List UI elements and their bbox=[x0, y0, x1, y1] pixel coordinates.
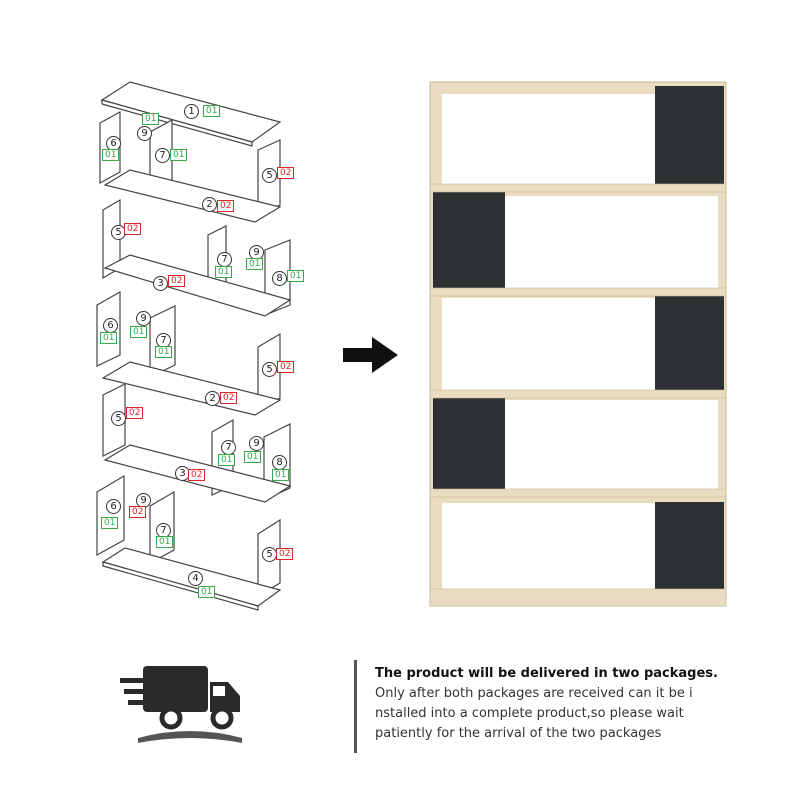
package-tag: 02 bbox=[276, 548, 294, 560]
package-tag: 02 bbox=[168, 275, 186, 287]
package-tag: 01 bbox=[218, 454, 236, 466]
part-number: 9 bbox=[249, 436, 264, 451]
dark-cube-row3 bbox=[655, 294, 724, 392]
package-tag: 01 bbox=[215, 266, 233, 278]
divider bbox=[354, 660, 357, 753]
dark-cube-row4 bbox=[433, 398, 505, 496]
package-tag: 01 bbox=[156, 536, 174, 548]
package-tag: 01 bbox=[100, 332, 118, 344]
arrow-right-icon bbox=[343, 337, 398, 373]
part-number: 6 bbox=[103, 318, 118, 333]
package-tag: 01 bbox=[170, 149, 188, 161]
notice-line-3: patiently for the arrival of the two pac… bbox=[375, 726, 662, 741]
package-tag: 01 bbox=[244, 451, 262, 463]
delivery-notice: The product will be delivered in two pac… bbox=[375, 664, 775, 744]
notice-line-2: nstalled into a complete product,so plea… bbox=[375, 706, 684, 721]
part-number: 5 bbox=[262, 362, 277, 377]
package-tag: 01 bbox=[287, 270, 305, 282]
part-number: 7 bbox=[221, 440, 236, 455]
package-tag: 01 bbox=[101, 517, 119, 529]
notice-line-1: Only after both packages are received ca… bbox=[375, 686, 693, 701]
part-number: 3 bbox=[153, 276, 168, 291]
notice-heading: The product will be delivered in two pac… bbox=[375, 666, 718, 681]
package-tag: 01 bbox=[142, 113, 160, 125]
part-number: 5 bbox=[111, 411, 126, 426]
package-tag: 01 bbox=[130, 326, 148, 338]
package-tag: 02 bbox=[277, 167, 295, 179]
part-number: 2 bbox=[205, 391, 220, 406]
package-tag: 01 bbox=[203, 105, 221, 117]
part-number: 8 bbox=[272, 455, 287, 470]
package-tag: 02 bbox=[124, 223, 142, 235]
package-tag: 02 bbox=[129, 506, 147, 518]
package-tag: 02 bbox=[217, 200, 235, 212]
part-number: 4 bbox=[188, 571, 203, 586]
part-number: 9 bbox=[137, 126, 152, 141]
dark-cube-row5 bbox=[655, 502, 724, 602]
package-tag: 02 bbox=[126, 407, 144, 419]
part-number: 5 bbox=[262, 547, 277, 562]
dark-cube-row1 bbox=[655, 86, 724, 186]
assembled-bookshelf bbox=[429, 81, 727, 607]
delivery-truck-icon bbox=[120, 666, 242, 743]
package-tag: 01 bbox=[272, 469, 290, 481]
part-number: 9 bbox=[136, 311, 151, 326]
package-tag: 01 bbox=[155, 346, 173, 358]
package-tag: 02 bbox=[188, 469, 206, 481]
package-tag: 02 bbox=[277, 361, 295, 373]
package-tag: 02 bbox=[220, 392, 238, 404]
package-tag: 01 bbox=[198, 586, 216, 598]
dark-cube-row2 bbox=[433, 190, 505, 290]
part-number: 1 bbox=[184, 104, 199, 119]
part-number: 6 bbox=[106, 499, 121, 514]
package-tag: 01 bbox=[102, 149, 120, 161]
part-number: 3 bbox=[175, 466, 190, 481]
part-number: 5 bbox=[262, 168, 277, 183]
part-number: 2 bbox=[202, 197, 217, 212]
exploded-assembly-diagram bbox=[96, 81, 292, 611]
part-number: 8 bbox=[272, 271, 287, 286]
part-number: 7 bbox=[155, 148, 170, 163]
package-tag: 01 bbox=[246, 258, 264, 270]
part-number: 7 bbox=[217, 252, 232, 267]
